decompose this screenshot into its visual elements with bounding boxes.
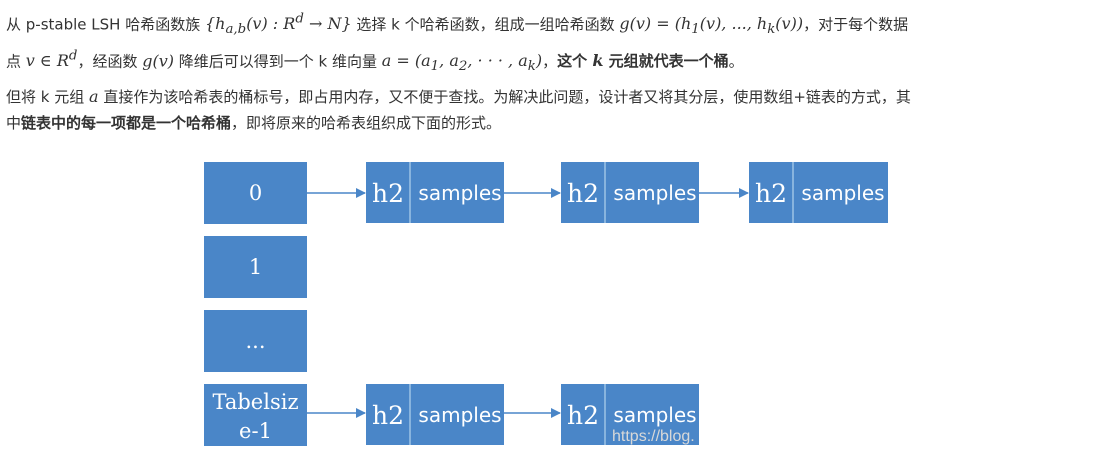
- bold-text: 这个 k 元组就代表一个桶: [557, 50, 729, 70]
- svg-text:h2: h2: [372, 401, 404, 430]
- bold-text: 链表中的每一项都是一个哈希桶: [21, 114, 232, 132]
- svg-text:h2: h2: [567, 401, 599, 430]
- text: ，经函数: [77, 51, 143, 70]
- svg-text:h2: h2: [567, 179, 599, 208]
- svg-text:h2: h2: [755, 179, 787, 208]
- text: ，即将原来的哈希表组织成下面的形式。: [231, 114, 502, 132]
- svg-text:e-1: e-1: [239, 419, 272, 443]
- text: 中: [6, 114, 22, 132]
- svg-text:samples: samples: [613, 403, 696, 427]
- svg-text:samples: samples: [613, 181, 696, 205]
- math-g-function: g(v) = (h1(v), ..., hk(v)): [619, 14, 804, 38]
- text: 选择 k 个哈希函数，组成一组哈希函数: [351, 15, 620, 34]
- text: ，对于每个数据: [803, 15, 909, 34]
- array-cell-last: Tabelsiz e-1: [204, 384, 307, 446]
- math-a-vector: a = (a1, a2, · · · , ak): [381, 50, 543, 75]
- bucket-node: h2 samples: [561, 384, 699, 445]
- math-gv: g(v): [142, 50, 174, 70]
- array-cell-1: 1: [204, 236, 307, 298]
- svg-text:samples: samples: [418, 181, 501, 205]
- math-v-in-rd: v ∈ Rd: [25, 48, 78, 70]
- text: 降维后可以得到一个 k 维向量: [173, 51, 382, 70]
- array-cell-ellipsis: ...: [204, 310, 307, 372]
- paragraph-2: 但将 k 元组 a 直接作为该哈希表的桶标号，即占用内存，又不便于查找。为解决此…: [6, 84, 911, 136]
- svg-text:Tabelsiz: Tabelsiz: [212, 390, 298, 414]
- text: ，: [542, 51, 558, 70]
- paragraph-1: 从 p-stable LSH 哈希函数族 {ha,b(v) : Rd → N} …: [6, 7, 908, 80]
- svg-text:samples: samples: [801, 181, 884, 205]
- bucket-node: h2 samples: [561, 162, 699, 223]
- bucket-node: h2 samples: [366, 162, 504, 223]
- svg-text:0: 0: [249, 181, 262, 205]
- text: 。: [728, 51, 744, 70]
- watermark: https://blog.: [612, 428, 695, 445]
- bucket-node: h2 samples: [749, 162, 888, 223]
- text: 直接作为该哈希表的桶标号，即占用内存，又不便于查找。为解决此问题，设计者又将其分…: [98, 88, 911, 106]
- text: 点: [6, 51, 26, 70]
- math-hash-family: {ha,b(v) : Rd → N}: [204, 12, 352, 38]
- svg-text:...: ...: [245, 329, 265, 353]
- text: 但将 k 元组: [6, 88, 89, 106]
- text: 从 p-stable LSH 哈希函数族: [6, 15, 205, 34]
- array-cell-0: 0: [204, 162, 307, 224]
- bucket-node: h2 samples: [366, 384, 504, 445]
- svg-text:h2: h2: [372, 179, 404, 208]
- svg-text:1: 1: [249, 255, 262, 279]
- math-a: a: [89, 87, 99, 106]
- svg-text:samples: samples: [418, 403, 501, 427]
